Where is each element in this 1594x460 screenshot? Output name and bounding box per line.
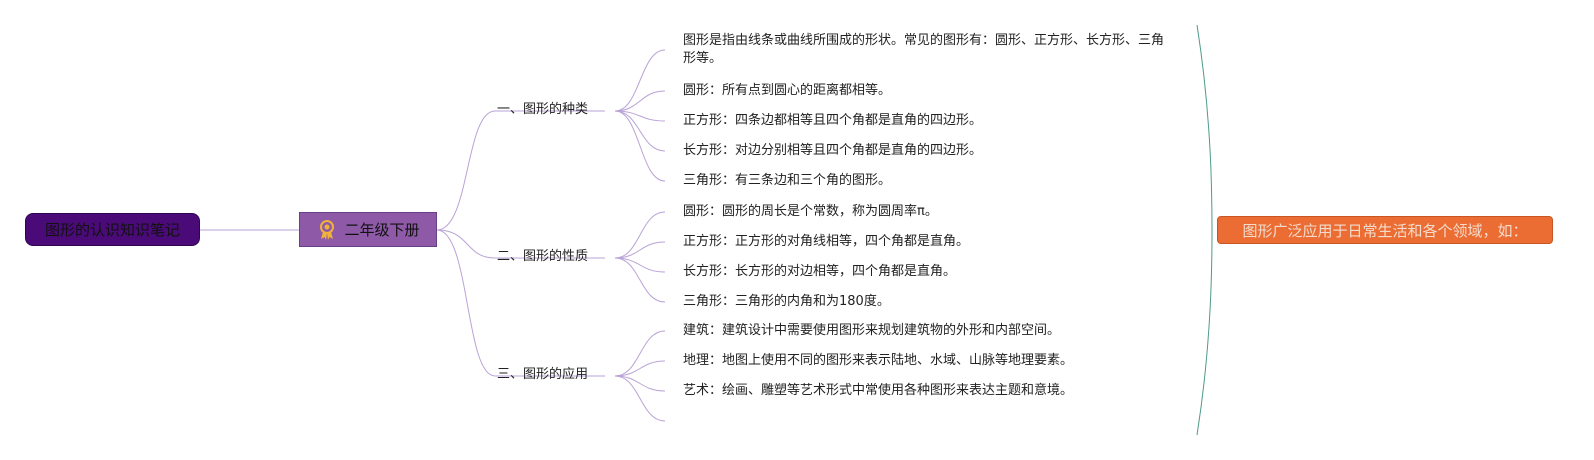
- leaf-text: 三角形：三角形的内角和为180度。: [683, 294, 890, 309]
- branch-label: 一、图形的种类: [497, 102, 589, 117]
- leaf-text: 建筑：建筑设计中需要使用图形来规划建筑物的外形和内部空间。: [683, 323, 1061, 338]
- leaf-item[interactable]: 建筑：建筑设计中需要使用图形来规划建筑物的外形和内部空间。: [683, 322, 1060, 340]
- leaf-text: 地理：地图上使用不同的图形来表示陆地、水域、山脉等地理要素。: [683, 353, 1074, 368]
- connector-sub-branch-3: [436, 229, 605, 377]
- connectors-branch-1: [614, 49, 666, 182]
- leaf-text: 图形是指由线条或曲线所围成的形状。常见的图形有：圆形、正方形、长方形、三角形等。: [683, 33, 1165, 66]
- root-topic[interactable]: 图形的认识知识笔记: [25, 213, 200, 246]
- leaf-item[interactable]: 圆形：圆形的周长是个常数，称为圆周率π。: [683, 203, 938, 221]
- medal-icon: [316, 219, 338, 241]
- subtopic-label: 二年级下册: [344, 221, 420, 239]
- branch-properties[interactable]: 二、图形的性质: [497, 249, 588, 265]
- subtopic-grade[interactable]: 二年级下册: [299, 212, 437, 247]
- leaf-item[interactable]: 三角形：有三条边和三个角的图形。: [683, 172, 891, 190]
- connectors-branch-3: [614, 330, 666, 422]
- leaf-text: 艺术：绘画、雕塑等艺术形式中常使用各种图形来表达主题和意境。: [683, 383, 1074, 398]
- leaf-item[interactable]: 艺术：绘画、雕塑等艺术形式中常使用各种图形来表达主题和意境。: [683, 382, 1073, 400]
- leaf-item[interactable]: 圆形：所有点到圆心的距离都相等。: [683, 82, 891, 100]
- connector-sub-branch-1: [436, 110, 605, 231]
- leaf-text: 长方形：长方形的对边相等，四个角都是直角。: [683, 264, 957, 279]
- branch-applications[interactable]: 三、图形的应用: [497, 367, 588, 383]
- leaf-text: 圆形：圆形的周长是个常数，称为圆周率π。: [683, 204, 938, 219]
- branch-label: 三、图形的应用: [497, 367, 589, 382]
- leaf-item[interactable]: 图形是指由线条或曲线所围成的形状。常见的图形有：圆形、正方形、长方形、三角形等。: [683, 32, 1173, 68]
- summary-callout[interactable]: 图形广泛应用于日常生活和各个领域，如：: [1217, 216, 1553, 244]
- leaf-item[interactable]: 长方形：长方形的对边相等，四个角都是直角。: [683, 263, 956, 281]
- leaf-text: 长方形：对边分别相等且四个角都是直角的四边形。: [683, 143, 983, 158]
- connectors-branch-2: [614, 211, 666, 303]
- leaf-text: 三角形：有三条边和三个角的图形。: [683, 173, 892, 188]
- summary-brace: [1196, 24, 1213, 436]
- leaf-text: 圆形：所有点到圆心的距离都相等。: [683, 83, 892, 98]
- leaf-item[interactable]: 三角形：三角形的内角和为180度。: [683, 293, 890, 311]
- leaf-item[interactable]: 正方形：正方形的对角线相等，四个角都是直角。: [683, 233, 969, 251]
- connector-sub-branch-2: [436, 229, 605, 259]
- leaf-item[interactable]: 地理：地图上使用不同的图形来表示陆地、水域、山脉等地理要素。: [683, 352, 1073, 370]
- branch-label: 二、图形的性质: [497, 249, 589, 264]
- leaf-text: 正方形：正方形的对角线相等，四个角都是直角。: [683, 234, 970, 249]
- root-topic-label: 图形的认识知识笔记: [44, 221, 180, 239]
- leaf-item[interactable]: 长方形：对边分别相等且四个角都是直角的四边形。: [683, 142, 982, 160]
- summary-label: 图形广泛应用于日常生活和各个领域，如：: [1242, 221, 1528, 240]
- leaf-item[interactable]: 正方形：四条边都相等且四个角都是直角的四边形。: [683, 112, 982, 130]
- leaf-text: 正方形：四条边都相等且四个角都是直角的四边形。: [683, 113, 983, 128]
- branch-types[interactable]: 一、图形的种类: [497, 102, 588, 118]
